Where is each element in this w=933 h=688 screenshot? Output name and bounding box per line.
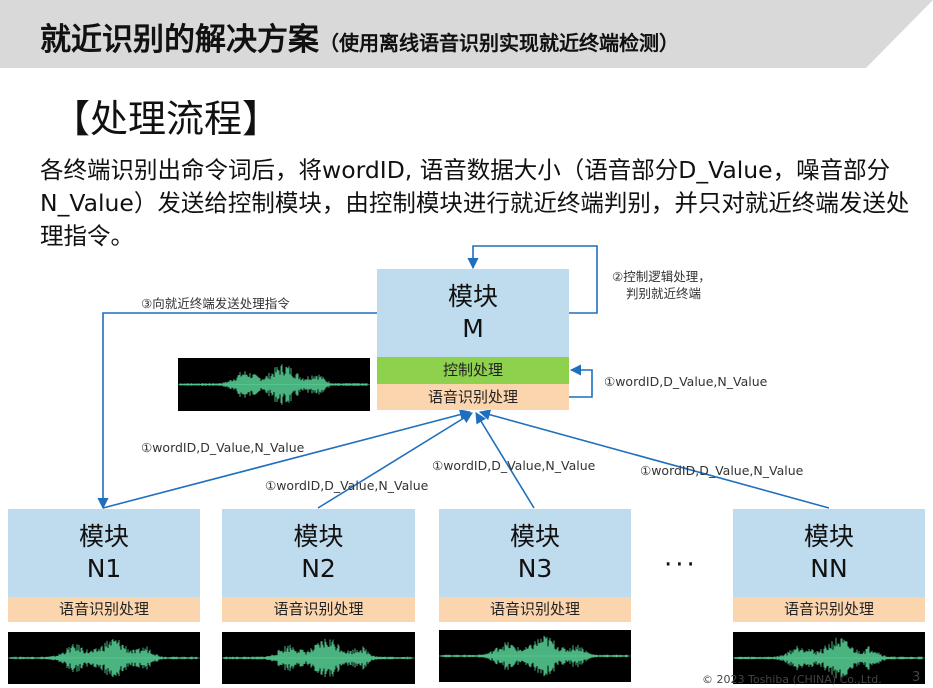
page-number: 3 bbox=[912, 670, 921, 685]
node-speech-band: 语音识别处理 bbox=[222, 597, 415, 622]
description-text: 各终端识别出命令词后，将wordID, 语音数据大小（语音部分D_Value，噪… bbox=[40, 156, 910, 250]
control-logic-label-line2: 判别就近终端 bbox=[626, 286, 702, 301]
nn-report-label: ①wordID,D_Value,N_Value bbox=[640, 463, 804, 478]
copyright-footer: © 2023 Toshiba (CHINA) Co.,Ltd. bbox=[702, 673, 882, 686]
master-waveform bbox=[178, 358, 370, 411]
self-report-arrow bbox=[569, 364, 593, 398]
command-arrow-label: ③向就近终端发送处理指令 bbox=[141, 296, 290, 311]
module-id: N3 bbox=[517, 554, 553, 583]
page-title: 就近识别的解决方案（使用离线语音识别实现就近终端检测） bbox=[40, 14, 679, 59]
n2-report-label: ①wordID,D_Value,N_Value bbox=[265, 478, 429, 493]
more-nodes-ellipsis: ··· bbox=[664, 550, 698, 580]
node-waveform-n3 bbox=[439, 630, 631, 682]
master-speech-band: 语音识别处理 bbox=[377, 384, 569, 410]
module-name: 模块 bbox=[509, 522, 560, 551]
module-name: 模块 bbox=[78, 522, 129, 551]
master-module: 模块 M bbox=[377, 269, 569, 357]
node-waveform-nn bbox=[733, 632, 925, 684]
node-module-n3: 模块 N3 bbox=[439, 509, 631, 597]
title-subtitle: （使用离线语音识别实现就近终端检测） bbox=[319, 31, 679, 55]
control-logic-label-line1: ②控制逻辑处理， bbox=[612, 269, 711, 284]
module-id: M bbox=[462, 314, 484, 343]
nn-report-arrow bbox=[478, 409, 830, 509]
command-arrow bbox=[97, 312, 377, 510]
node-speech-band: 语音识别处理 bbox=[439, 597, 631, 622]
node-speech-band: 语音识别处理 bbox=[733, 597, 925, 622]
module-name: 模块 bbox=[293, 522, 344, 551]
self-report-label: ①wordID,D_Value,N_Value bbox=[604, 374, 768, 389]
section-title: 【处理流程】 bbox=[52, 97, 281, 141]
node-waveform-n1 bbox=[8, 632, 200, 684]
module-name: 模块 bbox=[803, 522, 854, 551]
control-band: 控制处理 bbox=[377, 357, 569, 384]
control-loop-arrow bbox=[467, 245, 598, 314]
n1-report-label: ①wordID,D_Value,N_Value bbox=[141, 440, 305, 455]
title-text: 就近识别的解决方案 bbox=[40, 22, 319, 58]
n1-report-arrow bbox=[102, 409, 472, 509]
node-module-n1: 模块 N1 bbox=[8, 509, 200, 597]
n3-report-arrow bbox=[475, 412, 535, 509]
node-waveform-n2 bbox=[222, 632, 415, 684]
module-name: 模块 bbox=[447, 282, 498, 311]
node-module-nn: 模块 NN bbox=[733, 509, 925, 597]
module-id: N2 bbox=[301, 554, 336, 583]
n2-report-arrow bbox=[317, 412, 473, 509]
module-id: NN bbox=[810, 554, 848, 583]
header-bar bbox=[0, 0, 933, 68]
node-speech-band: 语音识别处理 bbox=[8, 597, 200, 622]
module-id: N1 bbox=[86, 554, 122, 583]
n3-report-label: ①wordID,D_Value,N_Value bbox=[432, 458, 596, 473]
node-module-n2: 模块 N2 bbox=[222, 509, 415, 597]
